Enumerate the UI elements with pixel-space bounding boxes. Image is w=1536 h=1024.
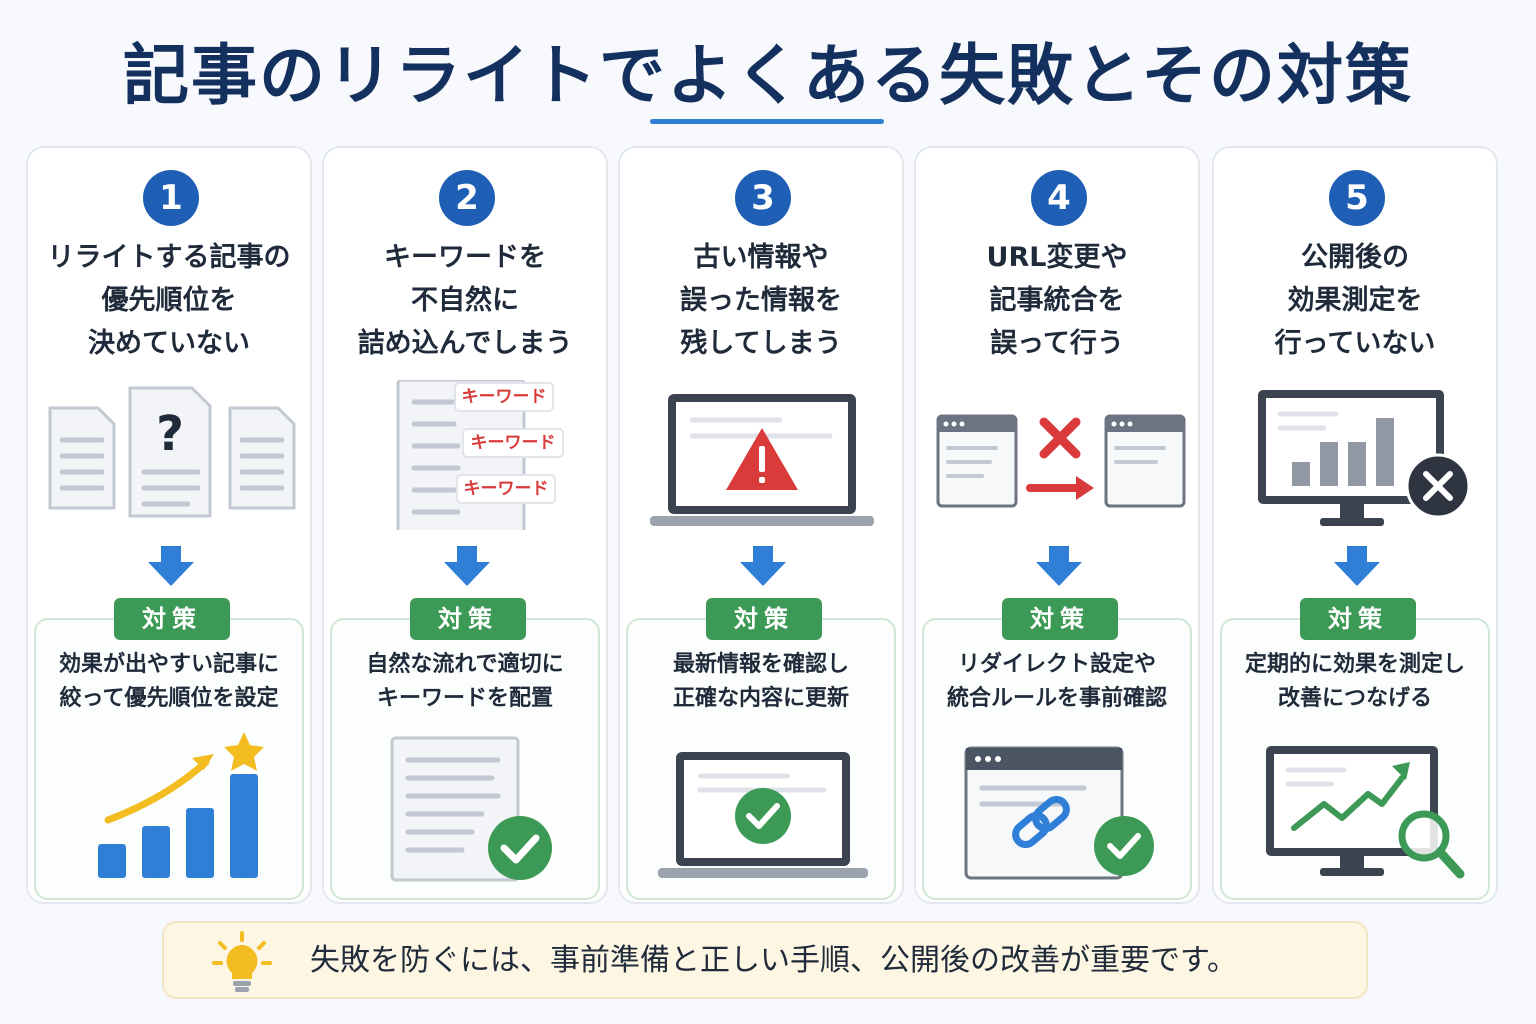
arrow-down-icon <box>1036 546 1082 586</box>
arrow-down-icon <box>740 546 786 586</box>
monitor-growth-magnifier-icon <box>1266 746 1465 879</box>
card-5: 5 公開後の 効果測定を 行っていない 対策 定期的に効果を測定し 改善につなげ… <box>1212 146 1498 904</box>
title-underline <box>650 119 884 124</box>
problem-text-3: 古い情報や 誤った情報を 残してしまう <box>680 242 842 359</box>
number-badge-2: 2 <box>439 170 495 226</box>
growth-bar-chart-star-icon <box>98 732 264 878</box>
keyword-stuffing-illustration: キーワード キーワード キーワード <box>334 380 598 530</box>
footer-text: 失敗を防ぐには、事前準備と正しい手順、公開後の改善が重要です。 <box>310 943 1237 978</box>
solution-tag-4: 対策 <box>1002 598 1118 640</box>
solution-tag-1: 対策 <box>114 598 230 640</box>
solution-box-4: 対策 リダイレクト設定や 統合ルールを事前確認 <box>922 598 1192 900</box>
laptop-check-icon <box>658 752 868 878</box>
arrow-down-icon <box>148 546 194 586</box>
solution-tag-3: 対策 <box>706 598 822 640</box>
footer-note: 失敗を防ぐには、事前準備と正しい手順、公開後の改善が重要です。 <box>162 921 1368 999</box>
documents-question-icon: ? <box>48 386 296 518</box>
problem-text-1: リライトする記事の 優先順位を 決めていない <box>47 242 291 359</box>
number-badge-5: 5 <box>1329 170 1385 226</box>
keyword-tag: キーワード <box>462 428 564 458</box>
keyword-tag: キーワード <box>454 382 554 412</box>
monitor-chart-error-icon <box>1258 390 1471 526</box>
solution-tag-5: 対策 <box>1300 598 1416 640</box>
card-1: 1 リライトする記事の 優先順位を 決めていない ? 対策 効果が出やすい記事に… <box>26 146 312 904</box>
solution-text-1: 効果が出やすい記事に 絞って優先順位を設定 <box>58 652 279 711</box>
card-4: 4 URL変更や 記事統合を 誤って行う 対策 リダイレクト設定や 統合ルールを… <box>914 146 1200 904</box>
solution-text-2: 自然な流れで適切に キーワードを配置 <box>366 652 564 711</box>
page-title: 記事のリライトでよくある失敗とその対策 <box>122 37 1414 114</box>
solution-text-3: 最新情報を確認し 正確な内容に更新 <box>672 652 849 711</box>
laptop-warning-icon <box>650 394 874 526</box>
card-2: 2 キーワードを 不自然に 詰め込んでしまう キーワード キーワード キーワード… <box>322 146 608 904</box>
lightbulb-icon <box>212 931 272 992</box>
solution-text-4: リダイレクト設定や 統合ルールを事前確認 <box>946 652 1167 711</box>
solution-box-1: 対策 効果が出やすい記事に 絞って優先順位を設定 <box>34 598 304 900</box>
solution-tag-2: 対策 <box>410 598 526 640</box>
problem-text-2: キーワードを 不自然に 詰め込んでしまう <box>357 242 573 359</box>
number-badge-4: 4 <box>1031 170 1087 226</box>
problem-text-4: URL変更や 記事統合を 誤って行う <box>986 242 1128 359</box>
keyword-tag: キーワード <box>456 474 556 504</box>
document-check-icon <box>390 736 552 882</box>
card-3: 3 古い情報や 誤った情報を 残してしまう 対策 最新情報を確認し 正確な内容に… <box>618 146 904 904</box>
svg-text:?: ? <box>156 406 184 462</box>
solution-text-5: 定期的に効果を測定し 改善につなげる <box>1244 652 1465 711</box>
number-badge-3: 3 <box>735 170 791 226</box>
solution-box-3: 対策 最新情報を確認し 正確な内容に更新 <box>626 598 896 900</box>
solution-box-5: 対策 定期的に効果を測定し 改善につなげる <box>1220 598 1490 900</box>
solution-box-2: 対策 自然な流れで適切に キーワードを配置 <box>330 598 600 900</box>
problem-text-5: 公開後の 効果測定を 行っていない <box>1274 242 1436 359</box>
arrow-down-icon <box>1334 546 1380 586</box>
browser-link-check-icon <box>964 746 1154 880</box>
number-badge-1: 1 <box>143 170 199 226</box>
arrow-down-icon <box>444 546 490 586</box>
url-change-error-icon <box>936 414 1186 508</box>
